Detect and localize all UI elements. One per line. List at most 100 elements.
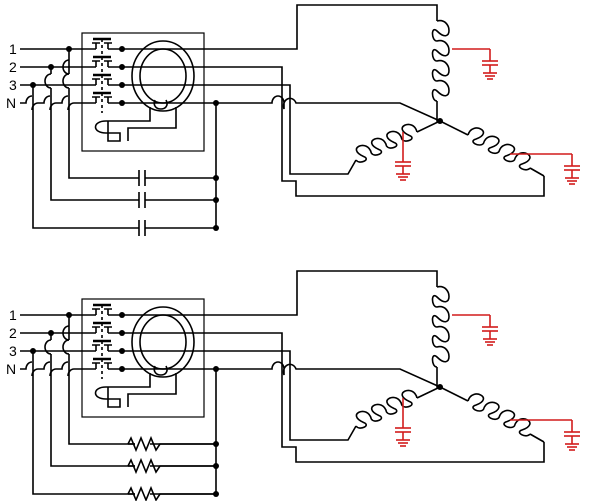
coil-left bbox=[355, 389, 418, 429]
junction-dot bbox=[119, 46, 125, 52]
network-junction bbox=[213, 366, 219, 372]
wires-through-toroid bbox=[122, 314, 204, 370]
contact-set-4 bbox=[85, 357, 122, 370]
wire-hop bbox=[44, 339, 52, 355]
feeder-2 bbox=[204, 332, 545, 463]
junction-dot bbox=[119, 64, 125, 70]
contact-set-2 bbox=[85, 55, 122, 68]
network-resistor-3 bbox=[127, 485, 216, 501]
network-junction bbox=[213, 100, 219, 106]
terminal-label-n: N bbox=[6, 361, 16, 377]
neutral-out bbox=[204, 361, 441, 388]
coil-right-tail bbox=[529, 433, 545, 443]
diagram-capacitor-network: 1 2 3N bbox=[6, 4, 580, 236]
contact-set-2 bbox=[85, 321, 122, 334]
feeder-2 bbox=[204, 66, 545, 197]
junction-dot bbox=[119, 312, 125, 318]
contact-set-1 bbox=[85, 303, 122, 316]
terminal-label-1: 1 bbox=[9, 41, 17, 57]
coil-top bbox=[431, 286, 450, 368]
terminal-label-n: N bbox=[6, 95, 16, 111]
network-column bbox=[150, 103, 217, 229]
wire-hop bbox=[62, 339, 70, 355]
contact-set-3 bbox=[85, 339, 122, 352]
resistor-symbol bbox=[127, 435, 216, 453]
contact-left bbox=[85, 78, 100, 86]
ground-cap-right bbox=[564, 420, 580, 451]
sense-coil bbox=[153, 365, 168, 376]
terminal-label-3: 3 bbox=[9, 77, 17, 93]
coil-right-tail bbox=[529, 167, 545, 177]
toroid-inner bbox=[139, 48, 187, 104]
motor-star bbox=[355, 286, 545, 443]
coil-right bbox=[467, 393, 531, 437]
trip-coil bbox=[94, 107, 151, 142]
contact-set-4 bbox=[85, 91, 122, 104]
network-capacitor-1 bbox=[135, 170, 150, 186]
contact-left bbox=[85, 326, 100, 334]
capacitor-symbol bbox=[135, 192, 150, 208]
network-junction bbox=[213, 197, 219, 203]
terminal-label-3: 3 bbox=[9, 343, 17, 359]
line-3-drop bbox=[32, 351, 135, 495]
junction-dot bbox=[119, 100, 125, 106]
junction-dot bbox=[119, 330, 125, 336]
network-capacitor-2 bbox=[135, 192, 150, 208]
ground-cap-right bbox=[564, 154, 580, 185]
toroid-inner bbox=[139, 314, 187, 370]
neutral-out bbox=[204, 95, 441, 122]
coil-right bbox=[467, 127, 531, 171]
motor-star bbox=[355, 20, 545, 177]
star-leg-right bbox=[439, 120, 469, 136]
resistor-symbol bbox=[127, 457, 216, 475]
network-resistor-2 bbox=[127, 457, 216, 475]
contact-left bbox=[85, 96, 100, 104]
wire-hop bbox=[44, 73, 52, 89]
line-3-drop bbox=[32, 85, 135, 229]
capacitor-symbol bbox=[135, 170, 150, 186]
panel-body: 1 2 3N bbox=[6, 4, 580, 236]
feeder-3 bbox=[204, 350, 357, 441]
star-leg-left bbox=[416, 120, 441, 133]
neutral-wire bbox=[20, 95, 85, 111]
contact-left bbox=[85, 344, 100, 352]
coil-top bbox=[431, 20, 450, 102]
toroid-outer bbox=[131, 306, 195, 378]
contact-left bbox=[85, 42, 100, 50]
line-1-drop bbox=[68, 49, 135, 179]
neutral-wire bbox=[20, 361, 85, 377]
feeder-3 bbox=[204, 84, 357, 175]
sense-coil bbox=[153, 99, 168, 110]
ground-cap-left bbox=[395, 150, 411, 181]
wire-hop bbox=[62, 73, 70, 89]
contact-left bbox=[85, 60, 100, 68]
junction-dot bbox=[119, 348, 125, 354]
network-capacitor-3 bbox=[135, 220, 150, 236]
coil-left bbox=[355, 123, 418, 163]
contact-left bbox=[85, 308, 100, 316]
network-column bbox=[150, 369, 217, 495]
star-leg-right bbox=[439, 386, 469, 402]
wires-through-toroid bbox=[122, 48, 204, 104]
star-leg-left bbox=[416, 386, 441, 399]
trip-coil-return bbox=[127, 373, 177, 407]
toroid-outer bbox=[131, 40, 195, 112]
trip-coil-return bbox=[127, 107, 177, 141]
line-2-drop bbox=[50, 67, 135, 201]
network-resistor-1 bbox=[127, 435, 216, 453]
contact-set-1 bbox=[85, 37, 122, 50]
line-1-drop bbox=[68, 315, 135, 445]
coil-top-tail bbox=[436, 367, 440, 388]
ground-cap-top bbox=[482, 49, 498, 80]
ground-cap-left bbox=[395, 416, 411, 447]
network-junction bbox=[213, 175, 219, 181]
network-junction bbox=[213, 225, 219, 231]
resistor-symbol bbox=[127, 485, 216, 501]
terminal-label-2: 2 bbox=[9, 59, 17, 75]
trip-coil bbox=[94, 373, 151, 408]
contactor-box bbox=[81, 32, 205, 152]
line-2-drop bbox=[50, 333, 135, 467]
